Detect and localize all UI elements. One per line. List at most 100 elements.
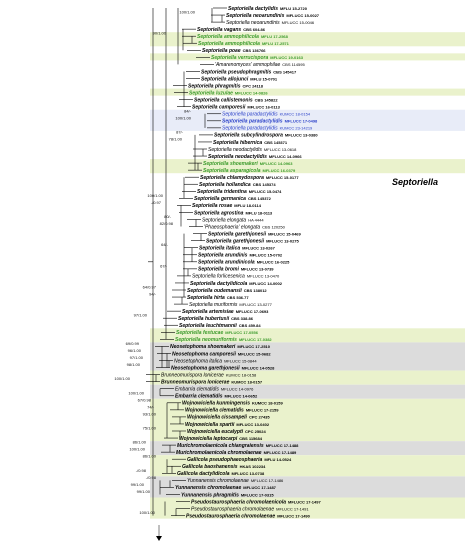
taxon-name: Septoriella neodactylidis: [208, 154, 267, 160]
taxon-name: Wojnowiciella kunmingensis: [182, 401, 250, 407]
support-value: 100/1.00: [147, 193, 163, 198]
taxon-voucher: MFLUCC 17-1486: [251, 478, 284, 483]
taxon-name: 'Amarenomyces' ammophilae: [215, 62, 281, 68]
taxon-voucher: MFLUCC 17-0498: [285, 119, 318, 124]
highlight-band: [150, 384, 465, 399]
support-value: 93/1.00: [143, 411, 157, 416]
taxon-name: Wojnowiciella leptocarpi: [179, 436, 238, 442]
taxon-name: Yunnanensis chromolaenae: [187, 478, 249, 484]
taxon-name: Septoriella agrostina: [194, 210, 244, 216]
highlight-band: [150, 328, 465, 343]
support-value: 100/1.00: [114, 376, 130, 381]
taxon-name: Septoriella paradactylidis: [222, 112, 278, 118]
highlight-band: [150, 441, 465, 456]
taxon-name: Septoriella festucae: [176, 330, 223, 336]
highlight-band: [150, 497, 465, 519]
highlight-band: [150, 159, 465, 174]
taxon-voucher: MFLUCC 13-0267: [242, 246, 275, 251]
taxon-name: Septoriella chlamydospora: [200, 175, 264, 181]
taxon-name: Septoriella forlicesenica: [192, 274, 245, 280]
taxon-name: Pseudostaurosphaeria chromolaenicola: [191, 499, 286, 505]
taxon-voucher: MFLUCC 14-0976: [221, 387, 254, 392]
support-value: 90/1.00: [153, 31, 167, 36]
taxon-voucher: MFLUCC 17-0556: [225, 330, 258, 335]
highlight-band: [150, 109, 465, 131]
taxon-voucher: MFLUCC 17-1487: [243, 485, 276, 490]
taxon-name: Septoriella hibernica: [213, 140, 262, 146]
taxon-voucher: KUMCC 18-0159: [252, 401, 283, 406]
taxon-voucher: KUMCC 18-0157: [231, 379, 262, 384]
taxon-voucher: MFLUCC 17-1490: [277, 513, 310, 518]
taxon-name: Gallicola baoshanensis: [182, 464, 238, 470]
taxon-voucher: KUMCC 18-0158: [226, 372, 257, 377]
support-value: 78/1.00: [169, 136, 183, 141]
taxon-voucher: MFLUCC 13-0618: [264, 147, 297, 152]
taxon-voucher: CBS 114595: [282, 62, 305, 67]
taxon-name: Murichromolaenicola chromolaenae: [176, 450, 262, 456]
taxon-name: Brunneomurispora lonicerae: [161, 379, 230, 385]
support-value: 74/-: [147, 404, 155, 409]
support-value: 96/1.00: [128, 348, 142, 353]
taxon-name: Septoriella germanica: [194, 196, 246, 202]
taxon-name: Septoriella luzulae: [189, 90, 233, 96]
taxon-voucher: HA 4444: [248, 217, 264, 222]
support-value: 100/1.00: [139, 510, 155, 515]
taxon-voucher: MFLU 14-0524: [264, 457, 292, 462]
support-value: 100/1.00: [129, 447, 145, 452]
taxon-name: Septoriella hollandica: [199, 182, 251, 188]
highlight-band: [150, 342, 465, 371]
support-value: 80/-: [164, 214, 172, 219]
taxon-name: Septoriella garethjonesii: [208, 231, 267, 237]
taxon-voucher: MFLUCC 16-0379: [263, 168, 296, 173]
taxon-voucher: CBS 459.84: [239, 323, 262, 328]
taxon-name: Embarria clematidis: [175, 387, 219, 393]
highlight-bands: [150, 32, 465, 519]
taxon-name: Septoriella dactylidis: [228, 6, 278, 12]
taxon-voucher: CBS 120250: [262, 224, 285, 229]
taxon-voucher: MFLU 15-2720: [280, 6, 308, 11]
taxon-voucher: MFLUCC 13-0275: [266, 238, 299, 243]
taxon-voucher: CBS 604.86: [243, 27, 266, 32]
taxon-name: Pseudostaurosphaeria chromolaenae: [191, 506, 274, 512]
taxon-voucher: MFLU 18-0114: [234, 203, 261, 208]
support-value: 69/0.99: [126, 341, 140, 346]
taxon-voucher: MFLUCC 17-1488: [266, 443, 299, 448]
taxon-name: Septoriella neoarundinis: [226, 13, 285, 19]
taxon-voucher: MFLUCC 17-0693: [236, 309, 269, 314]
taxon-voucher: MFLU 17-2568: [261, 34, 289, 39]
taxon-voucher: CBS 145372: [248, 196, 272, 201]
taxon-voucher: MFLUCC 16-0113: [247, 105, 280, 110]
taxon-voucher: KUMCC 18-0154: [280, 112, 311, 117]
taxon-name: Embarria clematidis: [175, 394, 223, 400]
